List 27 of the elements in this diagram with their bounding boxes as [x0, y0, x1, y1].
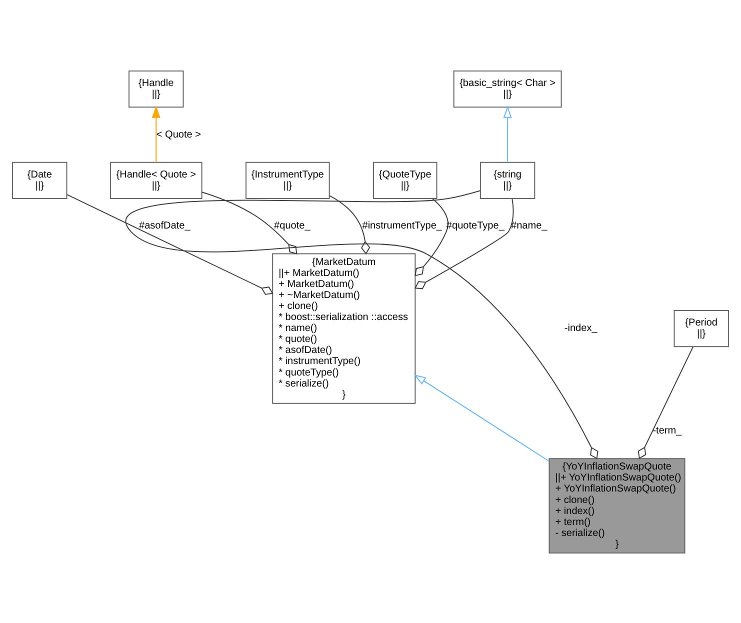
node-box: {InstrumentType ||}: [245, 161, 330, 199]
node-box: {MarketDatum ||+ MarketDatum() + MarketDatum() + ~MarketDatum() + clone() * boost::serialization ::access * name() * quote() * asofDate() * instrumentType() * quoteType() * serialize() }: [272, 252, 416, 404]
connector: [202, 191, 298, 254]
connector: [414, 198, 448, 276]
connector: [414, 198, 514, 289]
node-box: {string ||}: [480, 161, 536, 199]
arrow: [503, 105, 512, 162]
connector: [66, 194, 274, 294]
node-box: {YoYInflationSwapQuote ||+ YoYInflationSwapQuote() + YoYInflationSwapQuote() + clone() + index() + term() - serialize() }: [548, 458, 686, 553]
node-box: {Handle< Quote > ||}: [110, 161, 202, 199]
arrow: [414, 374, 550, 462]
edge-label: -index_: [564, 322, 598, 334]
node-box: {basic_string< Char > ||}: [453, 70, 562, 108]
edge-label: < Quote >: [156, 128, 202, 140]
edge-label: #name_: [511, 220, 548, 232]
node-box: {QuoteType ||}: [373, 161, 438, 199]
arrow: [152, 105, 160, 162]
edge-label: #quote_: [274, 220, 310, 232]
edge-label: #asofDate_: [139, 220, 190, 232]
edge-label: -term_: [652, 424, 682, 436]
edge-label: #instrumentType_: [362, 220, 442, 232]
node-box: {Handle ||}: [128, 70, 184, 108]
connector: [126, 190, 598, 459]
connector: [638, 346, 694, 459]
node-box: {Date ||}: [12, 161, 68, 199]
connector: [329, 194, 370, 254]
node-box: {Period ||}: [674, 310, 729, 347]
